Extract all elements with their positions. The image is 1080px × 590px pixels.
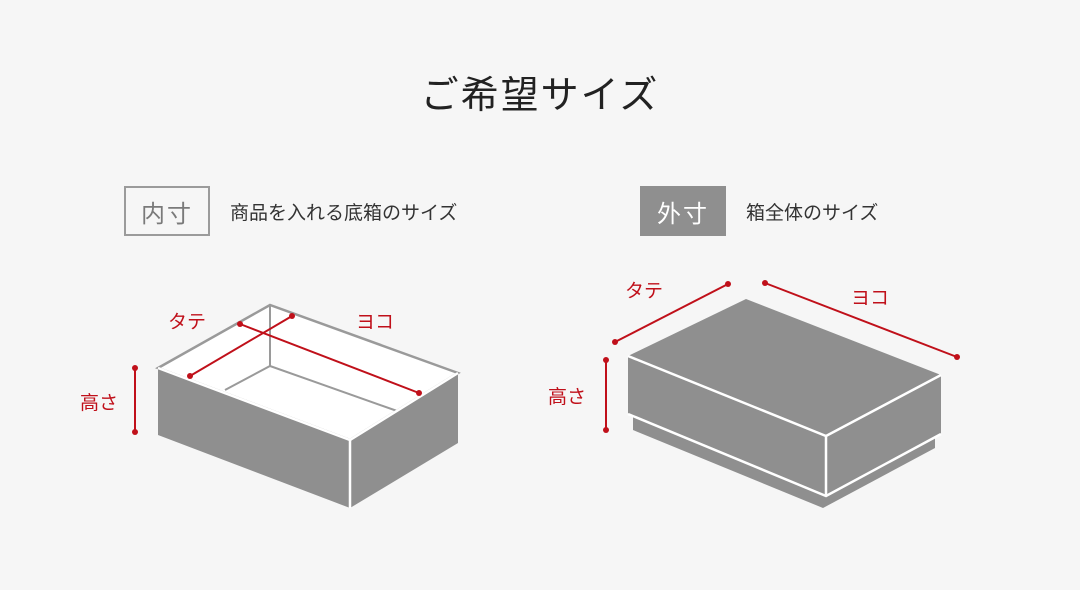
outer-height-dimension — [603, 357, 609, 433]
inner-size-legend: 内寸 商品を入れる底箱のサイズ — [124, 186, 457, 236]
inner-width-label: ヨコ — [356, 311, 394, 333]
outer-size-description: 箱全体のサイズ — [746, 201, 879, 224]
inner-box-front-wall — [158, 368, 350, 508]
inner-depth-label: タテ — [168, 311, 206, 333]
outer-box-lid-front — [628, 356, 826, 496]
outer-depth-label: タテ — [625, 280, 663, 302]
outer-box-lid-side — [826, 375, 941, 496]
inner-depth-dimension — [187, 313, 295, 379]
outer-width-label: ヨコ — [851, 287, 889, 309]
inner-width-dimension — [237, 321, 422, 396]
inner-height-dimension — [132, 365, 138, 435]
page-title: ご希望サイズ — [420, 73, 660, 117]
inner-size-description: 商品を入れる底箱のサイズ — [230, 201, 458, 224]
outer-width-dimension — [762, 280, 960, 360]
outer-box-diagram: タテ ヨコ 高さ — [548, 280, 960, 508]
inner-size-badge: 内寸 — [124, 186, 210, 236]
outer-height-label: 高さ — [548, 386, 586, 408]
inner-height-label: 高さ — [80, 392, 118, 414]
outer-box-lid-top — [628, 299, 941, 436]
inner-box-diagram: タテ ヨコ 高さ — [80, 303, 461, 508]
inner-box-side-wall — [350, 373, 458, 508]
outer-size-legend: 外寸 箱全体のサイズ — [640, 186, 878, 236]
outer-size-badge: 外寸 — [640, 186, 726, 236]
outer-depth-dimension — [612, 281, 731, 345]
outer-box-lid-bottom-edge — [627, 412, 942, 498]
